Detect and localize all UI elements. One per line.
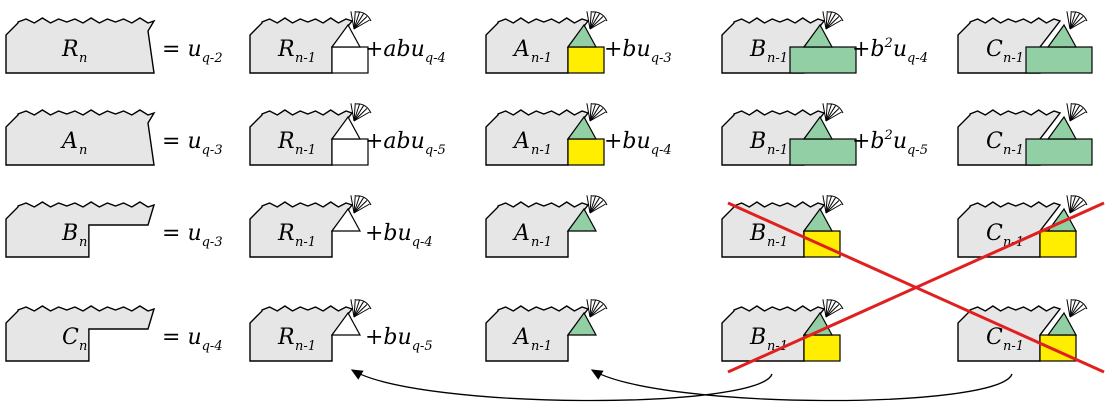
tile-label: C (986, 37, 1003, 62)
coefficient: +buq-3 (604, 37, 672, 66)
lhs-label: R (61, 37, 79, 62)
tile-label-sub: n-1 (767, 143, 788, 158)
tile-label-sub: n-1 (295, 51, 316, 66)
lhs-label-sub: n (79, 339, 87, 354)
equation-row-3: Bn= uq-3Rn-1+buq-4An-1Bn-1Cn-1 (5, 194, 1088, 258)
tile-label: B (749, 325, 766, 350)
tile-label: A (512, 129, 530, 154)
coefficient: = uq-3 (162, 221, 223, 250)
coefficient: = uq-4 (162, 325, 223, 354)
lhs-label: A (60, 129, 78, 154)
term-4: Cn-1 (957, 194, 1088, 258)
tile-label-sub: n-1 (531, 339, 552, 354)
tile-label-sub: n-1 (295, 235, 316, 250)
coefficient: +buq-5 (365, 325, 433, 354)
tile-label: A (512, 221, 530, 246)
tile-label-sub: n-1 (767, 339, 788, 354)
lhs-label-sub: n (79, 235, 87, 250)
tile-label-sub: n-1 (295, 143, 316, 158)
arrow-b-to-r (350, 369, 773, 402)
tile-label: C (986, 129, 1003, 154)
lhs-label-sub: n (79, 143, 87, 158)
cross-out-mark (727, 201, 1105, 374)
lhs-label: B (61, 221, 78, 246)
tile-label: B (749, 129, 766, 154)
tile-label: R (277, 221, 295, 246)
reuse-arrows (350, 369, 1013, 402)
tile-label-sub: n-1 (1003, 143, 1024, 158)
tile-label: A (512, 37, 530, 62)
tile-label-sub: n-1 (531, 143, 552, 158)
coefficient: = uq-3 (162, 129, 223, 158)
coefficient: +abuq-5 (365, 129, 446, 158)
coefficient: = uq-2 (162, 37, 223, 66)
tile-label-sub: n-1 (531, 235, 552, 250)
coefficient: +b2uq-5 (852, 128, 928, 158)
tile-label: B (749, 221, 766, 246)
tile-label: A (512, 325, 530, 350)
arrow-c-to-a (590, 369, 1013, 402)
tile-label-sub: n-1 (531, 51, 552, 66)
coefficient: +buq-4 (365, 221, 433, 250)
tile-label-sub: n-1 (1003, 51, 1024, 66)
tile-label-sub: n-1 (1003, 339, 1024, 354)
tile-label-sub: n-1 (295, 339, 316, 354)
tile-label: R (277, 37, 295, 62)
coefficient: +abuq-4 (365, 37, 446, 66)
tile-label: C (986, 325, 1003, 350)
lhs-label-sub: n (79, 51, 87, 66)
coefficient: +buq-4 (604, 129, 672, 158)
tile-label-sub: n-1 (767, 235, 788, 250)
tile-label: B (749, 37, 766, 62)
tile-label: R (277, 325, 295, 350)
tile-label: C (986, 221, 1003, 246)
tile-label-sub: n-1 (767, 51, 788, 66)
coefficient: +b2uq-4 (852, 36, 928, 66)
lhs-label: C (62, 325, 79, 350)
tile-label: R (277, 129, 295, 154)
